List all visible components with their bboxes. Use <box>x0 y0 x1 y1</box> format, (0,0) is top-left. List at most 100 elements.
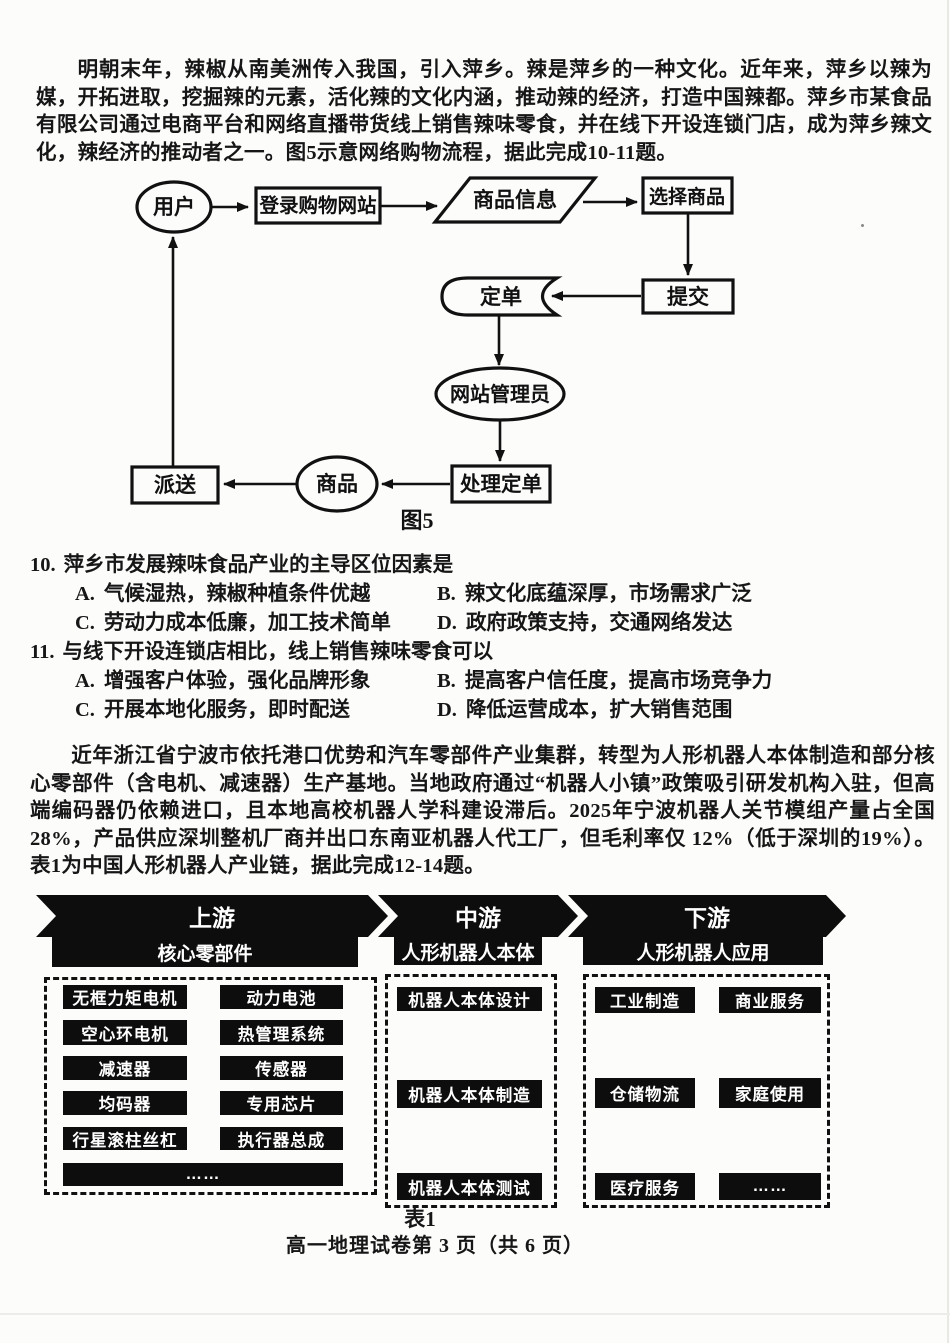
question-10-options: A. 气候湿热，辣椒种植条件优越 B. 辣文化底蕴深厚，市场需求广泛 C.劳动力成本… <box>30 580 935 638</box>
login-box <box>254 186 382 225</box>
passage-pingxiang-text: 明朝末年，辣椒从南美洲传入我国，引入萍乡。辣是萍乡的一种文化。近年来，萍乡以辣为… <box>36 59 932 164</box>
header-core-components: 核心零部件 <box>52 937 358 967</box>
item-label: 热管理系统 <box>237 1025 326 1044</box>
item-home-use: 家庭使用 <box>719 1078 821 1108</box>
option-d-label: D. <box>437 699 457 721</box>
question-11-text: 与线下开设连锁店相比，线上销售辣味零食可以 <box>62 641 494 663</box>
item-power-battery: 动力电池 <box>220 985 343 1009</box>
item-label: 执行器总成 <box>237 1131 326 1150</box>
option-a-label: A. <box>75 670 95 692</box>
stage-banner-upstream: 上游 <box>36 895 388 937</box>
stage-midstream-label: 中游 <box>455 905 501 931</box>
item-label: 空心环电机 <box>81 1025 169 1044</box>
process-label: 处理定单 <box>459 472 542 496</box>
option-d-text: 降低运营成本，扩大销售范围 <box>465 699 733 721</box>
option-c-label: C. <box>75 699 95 721</box>
item-label: 动力电池 <box>246 990 317 1008</box>
option-c-label: C. <box>75 612 95 634</box>
item-frameless-torque-motor: 无框力矩电机 <box>63 985 187 1009</box>
process-box <box>450 464 552 504</box>
page-footer: 高一地理试卷第 3 页（共 6 页） <box>286 1235 584 1257</box>
industry-chain-diagram: 上游 中游 下游 核心零部件 人形机器人本体 人形机器人应用 无框力矩电机 空心… <box>0 890 950 1220</box>
item-label: 无框力矩电机 <box>72 990 178 1008</box>
option-b-label: B. <box>437 583 456 605</box>
login-label: 登录购物网站 <box>258 194 377 217</box>
option-d-text: 政府政策支持，交通网络发达 <box>465 612 733 634</box>
item-sensor: 传感器 <box>220 1056 343 1080</box>
item-body-testing: 机器人本体测试 <box>397 1173 542 1200</box>
question-10-number: 10. <box>30 554 56 576</box>
item-encoder: 均码器 <box>63 1091 187 1115</box>
questions-block: 10.萍乡市发展辣味食品产业的主导区位因素是 A. 气候湿热，辣椒种植条件优越 B… <box>30 551 935 725</box>
stage-upstream-label: 上游 <box>189 905 235 931</box>
item-label: 专用芯片 <box>246 1096 317 1114</box>
question-11-option-d: D. 降低运营成本，扩大销售范围 <box>437 696 935 725</box>
product-info-parallelogram <box>431 176 599 224</box>
midstream-dashed-box <box>385 974 557 1208</box>
option-a-text: 气候湿热，辣椒种植条件优越 <box>103 583 371 605</box>
submit-box <box>641 278 735 315</box>
admin-label: 网站管理员 <box>450 382 550 406</box>
header-robot-apps-label: 人形机器人应用 <box>636 942 770 964</box>
header-robot-body-label: 人形机器人本体 <box>401 942 535 964</box>
header-core-components-label: 核心零部件 <box>157 943 253 965</box>
user-label: 用户 <box>153 195 195 219</box>
downstream-dashed-box <box>583 974 830 1208</box>
question-10-stem: 10.萍乡市发展辣味食品产业的主导区位因素是 <box>30 551 935 580</box>
item-label: 行星滚柱丝杠 <box>72 1131 178 1150</box>
option-c-text: 开展本地化服务，即时配送 <box>103 699 350 721</box>
option-b-text: 提高客户信任度，提高市场竞争力 <box>464 670 773 692</box>
scan-dot-artifact <box>861 224 864 227</box>
table1-caption: 表1 <box>404 1207 436 1231</box>
passage-ningbo: 近年浙江省宁波市依托港口优势和汽车零部件产业集群，转型为人形机器人本体制造和部分… <box>30 743 935 881</box>
question-11-option-c: C. 开展本地化服务，即时配送 <box>75 696 437 725</box>
header-robot-body: 人形机器人本体 <box>394 937 542 965</box>
question-11-number: 11. <box>30 641 55 663</box>
online-shopping-flowchart: 用户 登录购物网站 商品信息 选择商品 提交 定单 网站管理员 处理定单 商品 … <box>130 176 735 533</box>
question-11-stem: 11. 与线下开设连锁店相比，线上销售辣味零食可以 <box>30 638 935 667</box>
stage-downstream-label: 下游 <box>684 905 730 931</box>
deliver-box <box>130 465 220 505</box>
item-label: …… <box>752 1177 788 1195</box>
item-body-design: 机器人本体设计 <box>397 987 542 1011</box>
item-downstream-ellipsis: …… <box>719 1173 821 1200</box>
order-label: 定单 <box>480 285 522 309</box>
item-label: 仓储物流 <box>610 1086 680 1104</box>
option-a-label: A. <box>75 583 95 605</box>
scan-bottom-edge <box>0 1313 950 1315</box>
option-b-text: 辣文化底蕴深厚，市场需求广泛 <box>464 583 752 605</box>
item-label: 家庭使用 <box>735 1086 805 1104</box>
select-box <box>641 176 734 215</box>
stage-banner-midstream: 中游 <box>378 895 578 937</box>
question-10-option-a: A. 气候湿热，辣椒种植条件优越 <box>75 580 437 609</box>
item-label: …… <box>185 1165 221 1183</box>
item-label: 商业服务 <box>735 993 805 1011</box>
item-medical-service: 医疗服务 <box>595 1173 695 1200</box>
item-industrial-manufacture: 工业制造 <box>595 987 695 1013</box>
item-warehouse-logistics: 仓储物流 <box>595 1078 695 1108</box>
goods-ellipse <box>295 455 379 513</box>
figure5-caption: 图5 <box>400 508 433 533</box>
stage-banner-downstream: 下游 <box>568 895 846 937</box>
item-hollow-ring-motor: 空心环电机 <box>63 1020 187 1045</box>
order-stored-data-shape <box>440 276 563 317</box>
product-info-label: 商品信息 <box>473 188 557 212</box>
question-11-option-a: A. 增强客户体验，强化品牌形象 <box>75 667 437 696</box>
option-a-text: 增强客户体验，强化品牌形象 <box>103 670 371 692</box>
question-10-option-c: C.劳动力成本低廉，加工技术简单 <box>75 609 437 638</box>
question-10-option-d: D.政府政策支持，交通网络发达 <box>437 609 935 638</box>
item-body-manufacture: 机器人本体制造 <box>397 1080 542 1108</box>
passage-pingxiang: 明朝末年，辣椒从南美洲传入我国，引入萍乡。辣是萍乡的一种文化。近年来，萍乡以辣为… <box>36 57 932 167</box>
item-label: 工业制造 <box>610 993 680 1011</box>
item-planetary-roller-screw: 行星滚柱丝杠 <box>63 1127 187 1150</box>
item-label: 机器人本体测试 <box>408 1179 531 1198</box>
question-11-options: A.增强客户体验，强化品牌形象 B.提高客户信任度，提高市场竞争力 C.开展本地… <box>30 667 935 725</box>
item-thermal-management: 热管理系统 <box>220 1020 343 1045</box>
item-label: 机器人本体设计 <box>408 992 531 1010</box>
upstream-dashed-box <box>44 977 377 1195</box>
deliver-label: 派送 <box>154 473 197 497</box>
item-reducer: 减速器 <box>63 1056 187 1080</box>
header-robot-apps: 人形机器人应用 <box>583 937 823 965</box>
item-label: 减速器 <box>98 1061 152 1079</box>
